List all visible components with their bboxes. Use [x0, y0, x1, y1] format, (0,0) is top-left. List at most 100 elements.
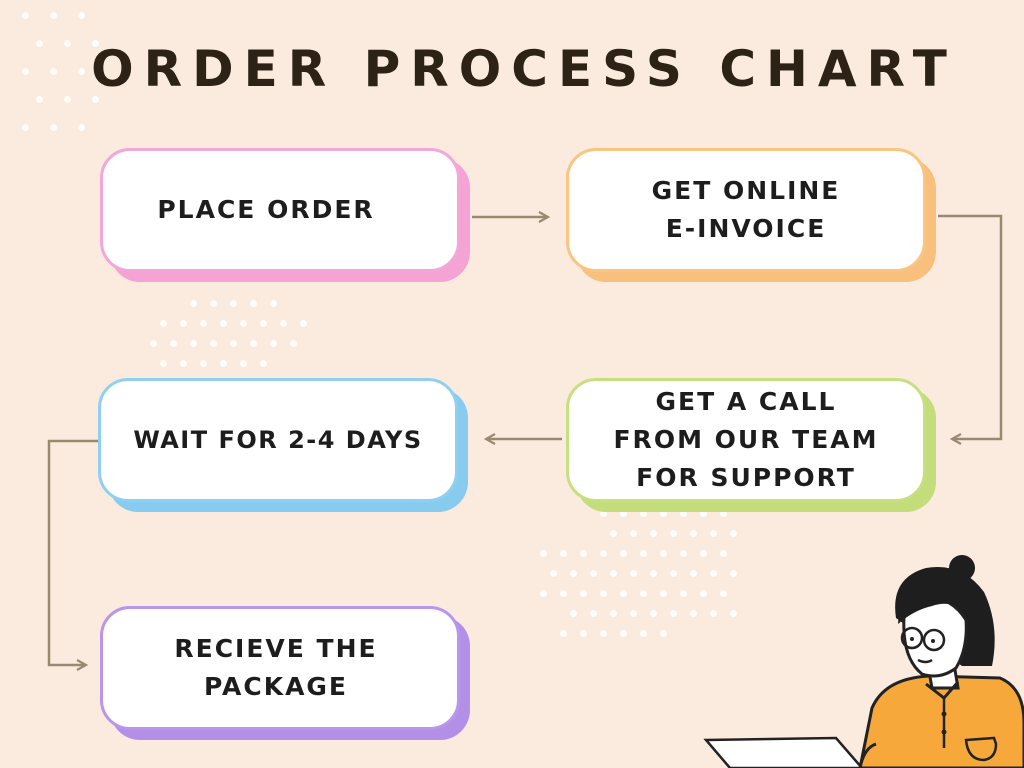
step-box: WAIT FOR 2-4 DAYS [98, 378, 458, 502]
decorative-dot [260, 360, 267, 367]
decorative-dot [550, 570, 557, 577]
decorative-dot [580, 590, 587, 597]
step-label: GET ONLINE E-INVOICE [651, 176, 841, 243]
decorative-dot [210, 340, 217, 347]
decorative-dot [36, 40, 43, 47]
decorative-dot [160, 360, 167, 367]
decorative-dot [640, 590, 647, 597]
arrow-wait-to-receive [47, 439, 98, 665]
decorative-dot [200, 320, 207, 327]
decorative-dot [620, 590, 627, 597]
woman-with-laptop-illustration [703, 555, 1024, 768]
decorative-dot [560, 630, 567, 637]
decorative-dot [730, 570, 737, 577]
decorative-dot [660, 590, 667, 597]
decorative-dot [630, 530, 637, 537]
decorative-dot [50, 12, 57, 19]
step-box: GET A CALL FROM OUR TEAM FOR SUPPORT [566, 378, 926, 502]
decorative-dot [300, 320, 307, 327]
decorative-dot [600, 550, 607, 557]
decorative-dot [600, 510, 607, 517]
decorative-dot [260, 320, 267, 327]
decorative-dot [240, 360, 247, 367]
decorative-dot [640, 550, 647, 557]
decorative-dot [640, 630, 647, 637]
decorative-dot [190, 340, 197, 347]
decorative-dot [690, 570, 697, 577]
decorative-dot [630, 610, 637, 617]
decorative-dot [690, 610, 697, 617]
decorative-dot [230, 300, 237, 307]
step-place-order: PLACE ORDER [100, 148, 470, 282]
decorative-dot [290, 340, 297, 347]
decorative-dot [710, 570, 717, 577]
decorative-dot [600, 590, 607, 597]
decorative-dot [610, 530, 617, 537]
step-box: GET ONLINE E-INVOICE [566, 148, 926, 272]
step-label: RECIEVE THE PACKAGE [174, 634, 378, 701]
decorative-dot [78, 68, 85, 75]
step-get-online-e-invoice: GET ONLINE E-INVOICE [566, 148, 936, 282]
decorative-dot [92, 40, 99, 47]
decorative-dot [680, 510, 687, 517]
decorative-dot [220, 360, 227, 367]
decorative-dot [710, 530, 717, 537]
decorative-dot [650, 570, 657, 577]
step-label: GET A CALL FROM OUR TEAM FOR SUPPORT [613, 387, 879, 492]
step-box: RECIEVE THE PACKAGE [100, 606, 460, 730]
decorative-dot [220, 320, 227, 327]
decorative-dot [660, 510, 667, 517]
dot-pattern-bottom [540, 510, 740, 650]
decorative-dot [650, 530, 657, 537]
decorative-dot [660, 550, 667, 557]
decorative-dot [64, 96, 71, 103]
decorative-dot [78, 124, 85, 131]
dot-pattern-middle [150, 300, 320, 380]
decorative-dot [180, 320, 187, 327]
decorative-dot [190, 300, 197, 307]
decorative-dot [240, 320, 247, 327]
decorative-dot [560, 550, 567, 557]
decorative-dot [230, 340, 237, 347]
decorative-dot [200, 360, 207, 367]
decorative-dot [690, 530, 697, 537]
step-wait-for-days: WAIT FOR 2-4 DAYS [98, 378, 468, 512]
decorative-dot [630, 570, 637, 577]
decorative-dot [610, 570, 617, 577]
step-box: PLACE ORDER [100, 148, 460, 272]
decorative-dot [670, 530, 677, 537]
dot-pattern-top-left [22, 12, 112, 152]
decorative-dot [600, 630, 607, 637]
decorative-dot [560, 590, 567, 597]
step-recieve-package: RECIEVE THE PACKAGE [100, 606, 470, 740]
decorative-dot [92, 96, 99, 103]
decorative-dot [270, 340, 277, 347]
decorative-dot [50, 68, 57, 75]
decorative-dot [22, 12, 29, 19]
decorative-dot [250, 300, 257, 307]
decorative-dot [210, 300, 217, 307]
decorative-dot [590, 570, 597, 577]
decorative-dot [620, 630, 627, 637]
decorative-dot [670, 570, 677, 577]
decorative-dot [36, 96, 43, 103]
decorative-dot [540, 590, 547, 597]
decorative-dot [670, 610, 677, 617]
decorative-dot [650, 610, 657, 617]
decorative-dot [160, 320, 167, 327]
decorative-dot [150, 340, 157, 347]
decorative-dot [270, 300, 277, 307]
decorative-dot [720, 590, 727, 597]
decorative-dot [22, 68, 29, 75]
decorative-dot [580, 630, 587, 637]
decorative-dot [680, 590, 687, 597]
decorative-dot [700, 550, 707, 557]
decorative-dot [700, 590, 707, 597]
decorative-dot [540, 550, 547, 557]
page-title: ORDER PROCESS CHART [91, 40, 957, 98]
decorative-dot [620, 510, 627, 517]
decorative-dot [620, 550, 627, 557]
decorative-dot [710, 610, 717, 617]
decorative-dot [50, 124, 57, 131]
